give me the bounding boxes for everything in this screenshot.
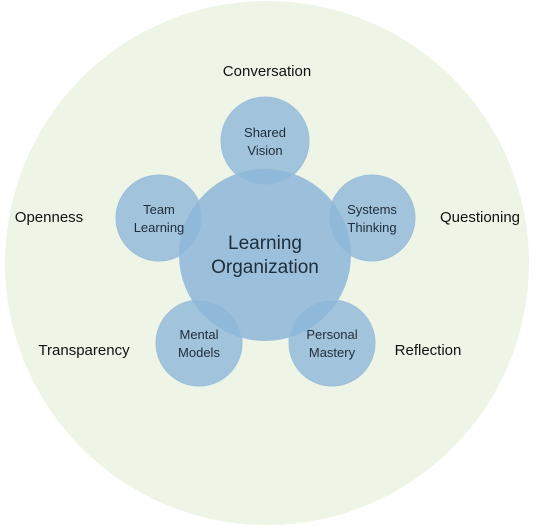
center-circle bbox=[179, 169, 351, 341]
context-label-reflection: Reflection bbox=[395, 342, 462, 359]
shared-vision-label-line1: Shared bbox=[244, 125, 286, 140]
systems-thinking-label-line2: Thinking bbox=[347, 220, 396, 235]
mental-models-label-line1: Mental bbox=[179, 327, 218, 342]
center-label-line2: Organization bbox=[211, 257, 319, 278]
discipline-circle-personal-mastery bbox=[288, 299, 376, 387]
context-label-conversation: Conversation bbox=[223, 63, 311, 80]
shared-vision-label-line2: Vision bbox=[247, 143, 282, 158]
discipline-circle-systems-thinking bbox=[328, 174, 416, 262]
team-learning-label-line2: Learning bbox=[134, 220, 185, 235]
personal-mastery-label-line2: Mastery bbox=[309, 345, 356, 360]
systems-thinking-label-line1: Systems bbox=[347, 202, 397, 217]
team-learning-label-line1: Team bbox=[143, 202, 175, 217]
center-label-line1: Learning bbox=[228, 233, 302, 254]
context-label-openness: Openness bbox=[15, 209, 83, 226]
mental-models-label-line2: Models bbox=[178, 345, 220, 360]
discipline-circle-mental-models bbox=[155, 299, 243, 387]
discipline-circle-shared-vision bbox=[220, 96, 310, 186]
context-label-questioning: Questioning bbox=[440, 209, 520, 226]
context-label-transparency: Transparency bbox=[38, 342, 130, 359]
discipline-circle-team-learning bbox=[115, 174, 203, 262]
personal-mastery-label-line1: Personal bbox=[306, 327, 357, 342]
